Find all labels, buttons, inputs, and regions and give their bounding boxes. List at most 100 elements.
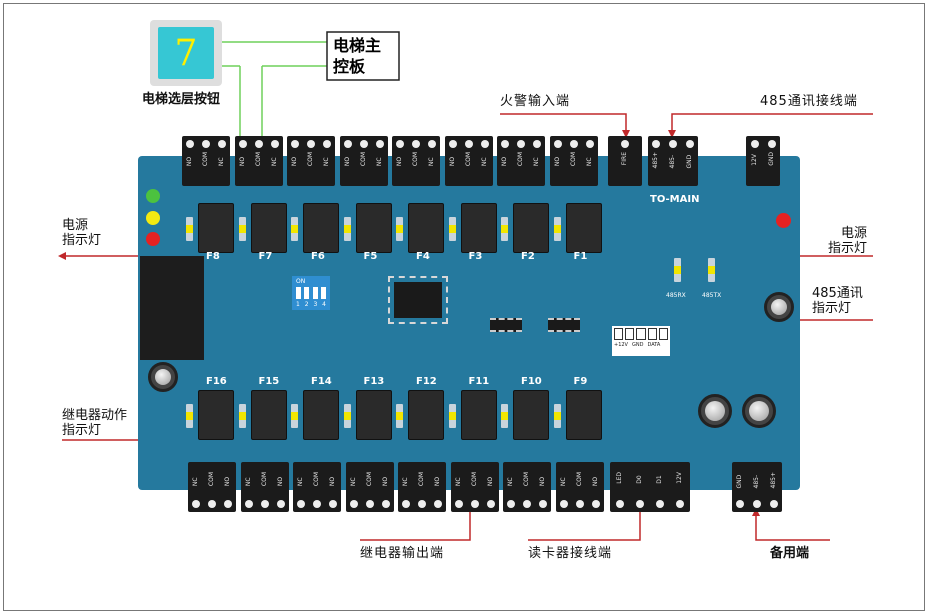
relay-label: F15 <box>258 376 280 387</box>
screw <box>297 500 305 508</box>
dip-lever[interactable] <box>304 287 310 299</box>
dip-lever[interactable] <box>312 287 318 299</box>
red-led-icon <box>146 232 160 246</box>
main-board-line2: 控板 <box>333 57 366 76</box>
header-pin <box>647 328 657 340</box>
pin-label: NO <box>539 476 546 487</box>
comm485-terminal[interactable]: 485+485-GND <box>648 136 698 186</box>
screw <box>448 140 457 148</box>
power-terminal[interactable]: 12V GND <box>746 136 780 186</box>
reader-label: 读卡器接线端 <box>528 546 613 561</box>
floor-display: 7 <box>158 27 214 79</box>
pin-label: NC <box>375 157 383 167</box>
mcu-chip <box>394 282 442 318</box>
dip-lever[interactable] <box>296 287 301 299</box>
screw <box>736 500 745 508</box>
capacitor-2 <box>742 394 776 428</box>
driver-chip-1 <box>490 318 522 332</box>
pin-label: NO <box>396 156 403 167</box>
screw <box>636 500 644 508</box>
pin-label: NO <box>343 156 351 167</box>
screw <box>270 140 279 148</box>
screw <box>501 140 509 148</box>
screw <box>685 140 694 148</box>
relay <box>513 390 549 440</box>
dip-num: 2 <box>304 301 309 308</box>
relay-led-icon <box>501 217 508 241</box>
dip-num: 3 <box>313 301 318 308</box>
screw <box>621 140 629 148</box>
relay <box>565 390 602 440</box>
pin-label: NO <box>224 476 231 487</box>
pin-label: LED <box>616 472 623 484</box>
relay-label: F5 <box>363 251 378 262</box>
relay-led-icon <box>553 404 561 428</box>
screw <box>752 500 761 508</box>
screw <box>291 140 299 148</box>
screw <box>656 500 664 508</box>
relay <box>198 390 234 440</box>
to-main-label: TO-MAIN <box>650 194 700 205</box>
right-capacitor <box>764 292 794 322</box>
fire-terminal[interactable]: FIRE <box>608 136 642 186</box>
fire-input-label: 火警输入端 <box>500 94 571 109</box>
pin-label: NO <box>486 476 494 487</box>
screw <box>767 140 776 148</box>
screw <box>454 500 463 508</box>
relay <box>355 390 392 440</box>
dip-lever[interactable] <box>320 287 326 299</box>
pin-label: NC <box>192 477 199 487</box>
capacitor-1 <box>698 394 732 428</box>
pin-gnd: GND <box>685 154 693 169</box>
pin-12v: 12V <box>750 154 758 166</box>
screw <box>381 500 390 508</box>
comm-led-line1: 485通讯 <box>812 286 863 301</box>
pin-label: NC <box>585 157 593 167</box>
screw <box>585 140 594 148</box>
screw <box>507 500 515 508</box>
relay-led-icon <box>343 404 351 428</box>
left-capacitor <box>148 362 178 392</box>
relay-output-label: 继电器输出端 <box>360 546 445 561</box>
relay-label: F3 <box>468 251 483 262</box>
spare-label: 备用端 <box>770 546 810 561</box>
dip-num: 1 <box>296 301 300 308</box>
relay-led-line2: 指示灯 <box>62 423 102 438</box>
rx-led-icon <box>674 258 681 282</box>
relay-led-icon <box>448 217 456 241</box>
power-led-left-label: 电源 指示灯 <box>62 218 101 248</box>
relay-led-label: 继电器动作 指示灯 <box>62 408 127 438</box>
rx-label: 485RX <box>666 292 686 299</box>
screw <box>396 140 404 148</box>
main-board-box: 电梯主 控板 <box>333 35 381 77</box>
pin-label: D0 <box>636 475 643 484</box>
green-led-icon <box>146 189 160 203</box>
power-left-line2: 指示灯 <box>62 233 102 248</box>
button-caption: 电梯选层按钮 <box>142 92 221 107</box>
relay <box>408 203 444 253</box>
pin-gnd2: GND <box>767 152 775 166</box>
pin-label: 12V <box>676 472 683 484</box>
dip-switch[interactable]: ON 1 2 3 4 <box>292 276 330 310</box>
relay <box>460 203 497 253</box>
pin-485n: 485- <box>668 154 676 169</box>
screw <box>323 140 331 148</box>
